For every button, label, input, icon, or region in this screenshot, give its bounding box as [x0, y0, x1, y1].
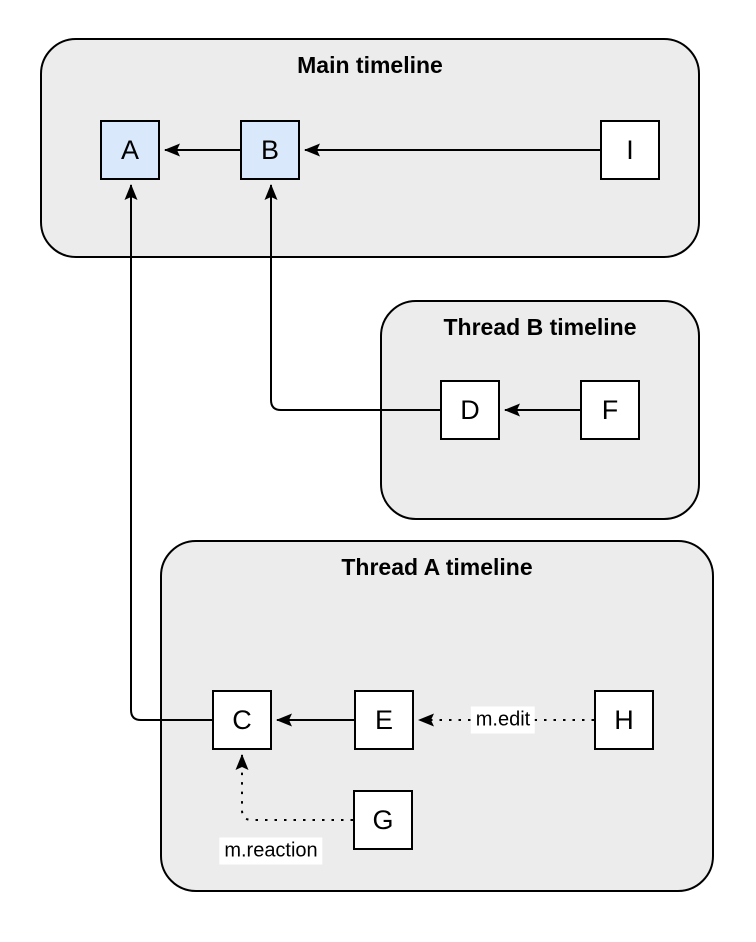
node-F: F [580, 380, 640, 440]
node-I: I [600, 120, 660, 180]
node-B: B [240, 120, 300, 180]
container-thread-a-timeline-title: Thread A timeline [341, 554, 533, 580]
node-G: G [353, 790, 413, 850]
node-H: H [594, 690, 654, 750]
container-main-timeline-title: Main timeline [297, 52, 443, 78]
container-thread-b-timeline-title: Thread B timeline [443, 314, 637, 340]
node-C: C [212, 690, 272, 750]
node-A: A [100, 120, 160, 180]
edge-label-m-edit: m.edit [470, 706, 536, 734]
node-E: E [354, 690, 414, 750]
node-D: D [440, 380, 500, 440]
container-thread-b-timeline: Thread B timeline [380, 300, 700, 520]
edge-label-m-reaction: m.reaction [219, 837, 323, 865]
